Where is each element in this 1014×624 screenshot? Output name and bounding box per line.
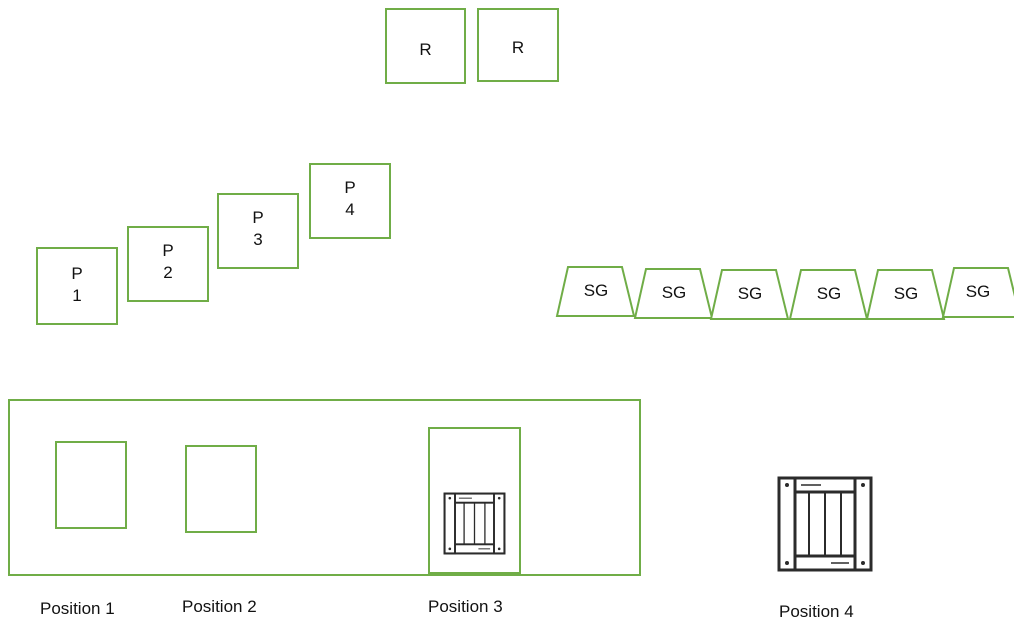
- p-box-1: P 1: [36, 247, 118, 325]
- p-box-label-line1: P: [71, 264, 83, 283]
- p-box-label-line2: 1: [72, 286, 82, 305]
- trapezoid-shape: [865, 269, 946, 320]
- slot-position-1: [55, 441, 127, 529]
- position-1-label: Position 1: [40, 599, 115, 618]
- r-box-label: R: [419, 40, 432, 59]
- sg-label: SG: [737, 284, 763, 303]
- position-3-label: Position 3: [428, 597, 503, 616]
- p-box-label-line1: P: [162, 241, 174, 260]
- sg-label: SG: [661, 283, 687, 302]
- p-box-label-line2: 4: [345, 200, 355, 219]
- wooden-crate-icon: [443, 492, 506, 555]
- p-box-2: P 2: [127, 226, 209, 302]
- sg-shape-1: SG: [555, 266, 636, 318]
- sg-shape-3: SG: [709, 269, 790, 321]
- p-box-4: P 4: [309, 163, 391, 239]
- sg-label: SG: [965, 282, 991, 301]
- sg-label: SG: [583, 281, 609, 300]
- trapezoid-shape: [709, 269, 790, 320]
- position-4-label: Position 4: [779, 602, 854, 621]
- r-box-label: R: [511, 38, 525, 57]
- trapezoid-shape: [555, 266, 636, 317]
- r-box-2: R: [477, 8, 559, 82]
- sg-label: SG: [816, 284, 842, 303]
- r-box-1: R: [385, 8, 466, 84]
- sg-shape-6: SG: [941, 267, 1014, 319]
- sg-shape-5: SG: [865, 269, 946, 321]
- trapezoid-shape: [941, 267, 1014, 318]
- p-box-label-line1: P: [252, 208, 264, 227]
- slot-position-2: [185, 445, 257, 533]
- position-2-label: Position 2: [182, 597, 257, 616]
- sg-shape-4: SG: [788, 269, 869, 321]
- p-box-label-line2: 2: [163, 263, 173, 282]
- sg-shape-2: SG: [633, 268, 714, 320]
- p-box-label-line1: P: [344, 178, 356, 197]
- wooden-crate-icon: [777, 476, 873, 572]
- p-box-label-line2: 3: [253, 230, 263, 249]
- sg-label: SG: [893, 284, 919, 303]
- p-box-3: P 3: [217, 193, 299, 269]
